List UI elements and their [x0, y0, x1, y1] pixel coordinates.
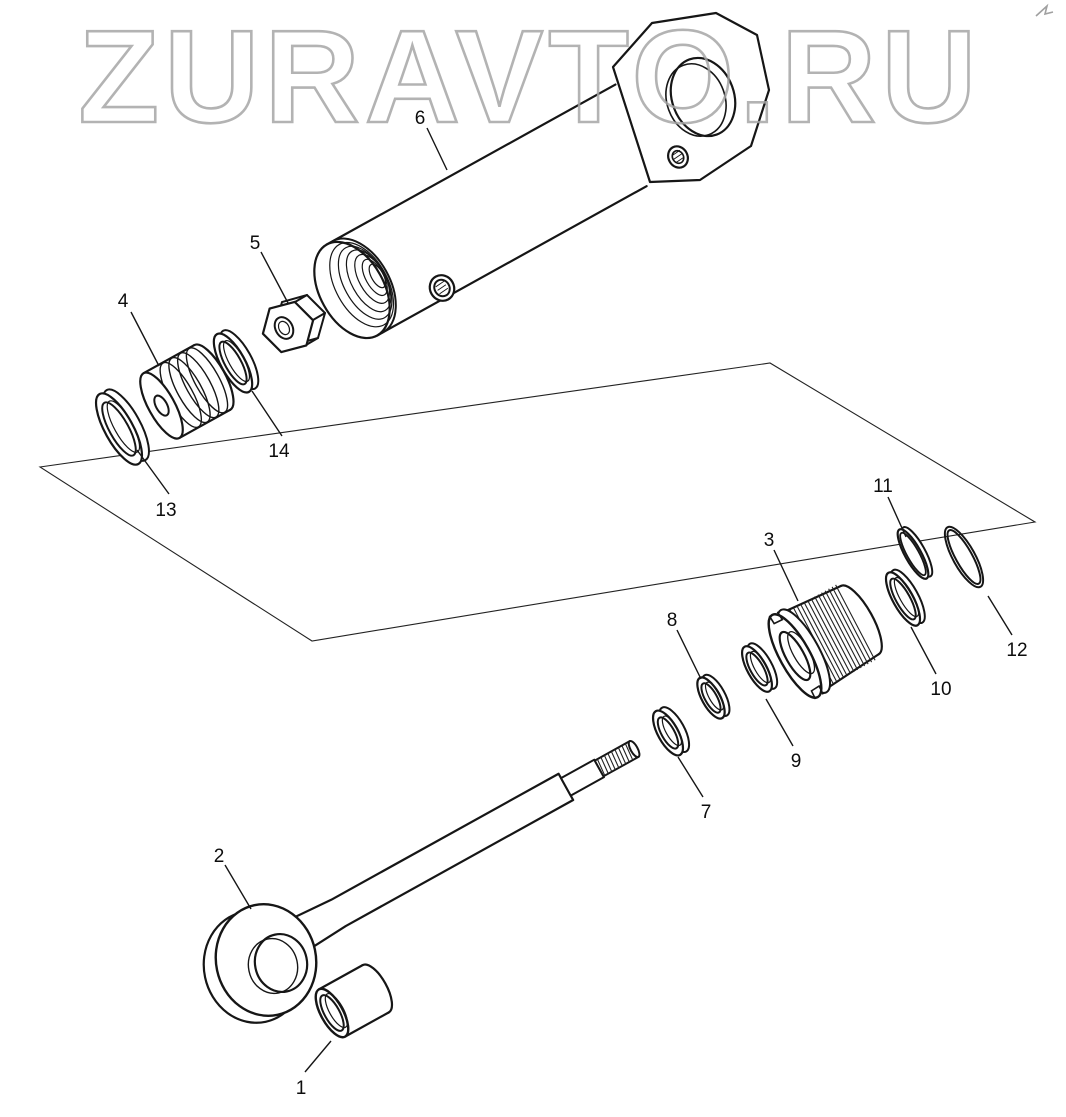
callout-10: 10	[930, 679, 951, 700]
ring-11	[896, 526, 934, 580]
corner-watermark-icon	[1035, 3, 1054, 17]
clevis-threaded-hole	[667, 145, 689, 169]
rod-eye	[202, 903, 318, 1024]
ring-9	[741, 642, 779, 693]
callout-4: 4	[118, 291, 129, 312]
callout-14: 14	[268, 441, 290, 462]
callout-12: 12	[1006, 640, 1027, 661]
callout-1: 1	[296, 1078, 307, 1099]
o-ring-12	[943, 525, 985, 589]
seal-ring-14	[212, 329, 260, 394]
gland	[767, 584, 883, 700]
callout-11: 11	[873, 476, 893, 497]
clevis-head	[611, 11, 771, 184]
callout-6: 6	[415, 108, 426, 129]
cylinder-barrel	[313, 11, 771, 340]
leader-lines	[130, 127, 1013, 1073]
callout-5: 5	[250, 233, 261, 254]
callout-8: 8	[667, 610, 678, 631]
piston-rod	[202, 739, 641, 1024]
castellation-notch-bottom	[810, 684, 824, 700]
ring-7	[651, 706, 691, 757]
watermark-text: ZURAVTO.RU	[78, 3, 981, 150]
castellation-notch-top	[768, 611, 784, 625]
barrel-port	[428, 274, 456, 302]
reference-plane-outline	[38, 362, 1037, 642]
callout-7: 7	[701, 802, 712, 823]
callout-13: 13	[155, 500, 176, 521]
ring-8	[696, 673, 731, 720]
bushing	[314, 963, 394, 1039]
rod-threads	[596, 741, 637, 776]
piston-nut	[261, 293, 327, 354]
callout-2: 2	[214, 846, 225, 867]
callout-9: 9	[791, 751, 802, 772]
callout-3: 3	[764, 530, 775, 551]
seal-ring-13	[94, 388, 150, 466]
piston	[139, 343, 235, 440]
ring-10	[884, 568, 926, 627]
